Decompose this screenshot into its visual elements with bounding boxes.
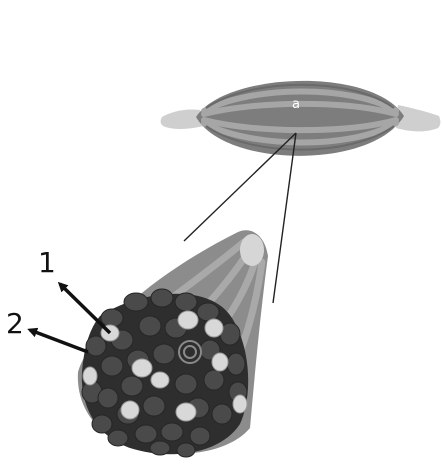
pointer-2: 2 <box>6 307 88 352</box>
zoom-line-right <box>273 133 296 303</box>
whole-muscle: a <box>161 81 441 156</box>
muscle-label: a <box>292 97 300 112</box>
pointer-2-label: 2 <box>6 307 24 340</box>
bundle-tip-highlight <box>240 234 264 266</box>
zoom-line-left <box>184 133 296 241</box>
pointer-1-arrow <box>60 284 110 333</box>
fascicle-bundle <box>78 230 268 457</box>
right-tendon <box>396 105 440 131</box>
bundle-cross-section <box>82 289 248 457</box>
pointer-2-arrow <box>30 330 88 352</box>
pointer-1-label: 1 <box>38 246 56 279</box>
